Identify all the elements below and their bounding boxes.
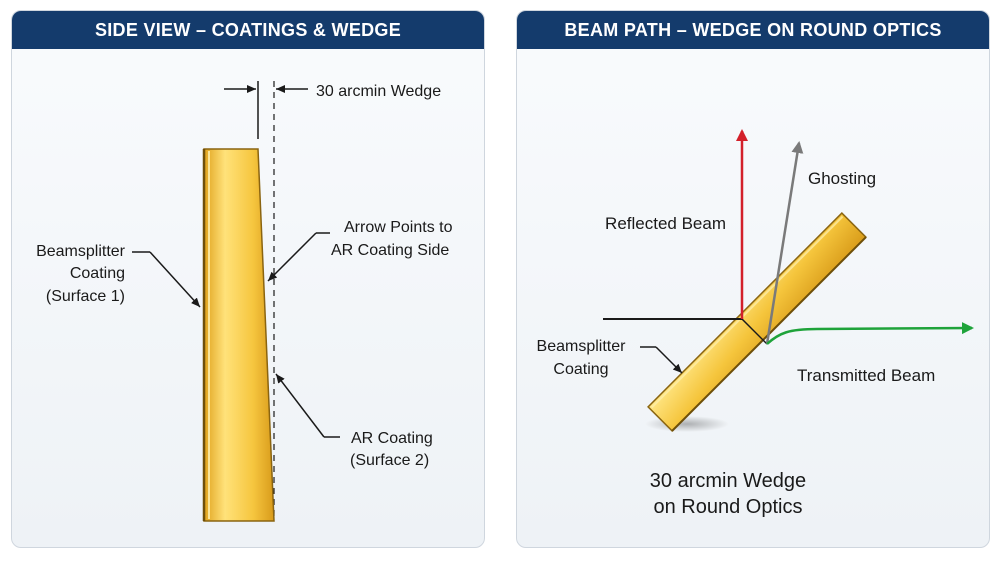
side-view-diagram: 30 arcmin Wedge Arrow Points to AR Coati… — [36, 81, 453, 522]
coating-label-line1: Beamsplitter — [537, 338, 627, 355]
transmitted-beam-label: Transmitted Beam — [797, 366, 935, 385]
wedge-optic-tilted — [647, 212, 867, 432]
optic-body — [647, 212, 867, 432]
ar-coating-label-line2: (Surface 2) — [350, 452, 429, 469]
coating-label-line2: Coating — [553, 361, 608, 378]
side-view-header: SIDE VIEW – COATINGS & WEDGE — [12, 11, 484, 49]
coating-leader — [655, 346, 683, 374]
side-view-title: SIDE VIEW – COATINGS & WEDGE — [94, 19, 402, 40]
transmitted-beam-arrow — [766, 322, 974, 345]
ar-coating-leader — [275, 373, 325, 438]
beam-path-panel: BEAM PATH – WEDGE ON ROUND OPTICS — [516, 10, 990, 548]
caption-line2: on Round Optics — [654, 496, 803, 518]
beamsplitter-label-line2: Coating — [70, 265, 125, 282]
arrow-note-line1: Arrow Points to — [344, 219, 453, 236]
beam-path-diagram: Reflected Beam Ghosting Transmitted Beam… — [537, 129, 974, 518]
beam-path-title: BEAM PATH – WEDGE ON ROUND OPTICS — [564, 19, 942, 40]
arrow-note-leader — [267, 232, 317, 282]
arrow-note-line2: AR Coating Side — [331, 242, 449, 259]
ghosting-label: Ghosting — [808, 169, 876, 188]
beam-path-header: BEAM PATH – WEDGE ON ROUND OPTICS — [517, 11, 989, 49]
optic-shadow — [645, 416, 729, 432]
beamsplitter-leader — [149, 251, 201, 308]
ar-coating-label-line1: AR Coating — [351, 430, 433, 447]
wedge-angle-label: 30 arcmin Wedge — [316, 83, 441, 100]
optic-highlight — [650, 215, 844, 409]
beamsplitter-label-line3: (Surface 1) — [46, 288, 125, 305]
reflected-beam-label: Reflected Beam — [605, 214, 726, 233]
beamsplitter-label-line1: Beamsplitter — [36, 243, 126, 260]
internal-beam-path — [741, 318, 768, 345]
ghost-beam-arrow — [765, 141, 804, 345]
wedge-optic-side — [203, 148, 275, 522]
caption-line1: 30 arcmin Wedge — [650, 470, 806, 492]
side-view-panel: SIDE VIEW – COATINGS & WEDGE 30 arcmin W… — [11, 10, 485, 548]
